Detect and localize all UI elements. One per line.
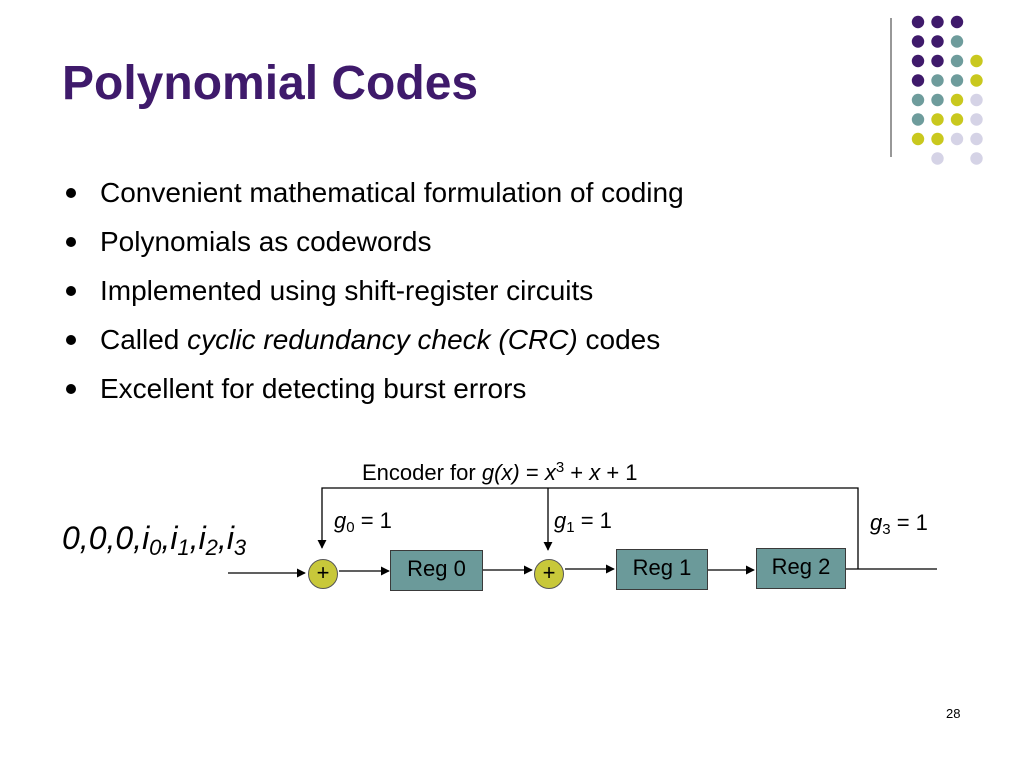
diagram-caption: Encoder for g(x) = x3 + x + 1 <box>362 460 638 484</box>
decor-dot <box>970 54 983 68</box>
bullet-text: Excellent for detecting burst errors <box>100 373 527 404</box>
tap-value: = 1 <box>890 510 928 535</box>
bullet-text: Implemented using shift-register circuit… <box>100 275 594 306</box>
decor-dot <box>950 74 964 87</box>
bullet-emphasis: cyclic redundancy check (CRC) <box>187 324 578 355</box>
decor-dot <box>970 152 983 165</box>
tap-subscript: 0 <box>346 519 355 536</box>
decor-dot <box>931 15 944 29</box>
input-symbol: i <box>198 520 206 556</box>
input-symbol-sub: 0 <box>149 535 162 560</box>
bullet-text: Called <box>100 324 188 355</box>
slide-title: Polynomial Codes <box>62 57 479 110</box>
tap-symbol: g <box>334 508 347 533</box>
input-symbol-sub: 3 <box>233 535 247 560</box>
bullet-list: Convenient mathematical formulation of c… <box>62 168 684 413</box>
caption-gx: g(x) <box>481 460 520 485</box>
caption-tail: + 1 <box>600 460 638 485</box>
caption-exponent: 3 <box>555 459 565 476</box>
tap-value: = 1 <box>354 508 392 533</box>
decor-dot <box>911 54 925 68</box>
bullet-dot-icon <box>66 188 76 198</box>
decor-dot <box>950 132 964 146</box>
tap-label-g0: g0 = 1 <box>334 508 392 536</box>
input-separator: , <box>161 520 171 556</box>
register-1: Reg 1 <box>616 549 708 590</box>
bullet-dot-icon <box>66 286 76 296</box>
decor-dot <box>950 113 964 126</box>
decor-dot <box>970 132 983 146</box>
bullet-item: Polynomials as codewords <box>62 217 684 266</box>
caption-plus: + <box>564 460 590 485</box>
bullet-item: Convenient mathematical formulation of c… <box>62 168 684 217</box>
decor-dot <box>950 35 964 48</box>
decor-dot <box>950 15 964 29</box>
decor-dot <box>911 74 925 87</box>
tap-label-g3: g3 = 1 <box>870 510 928 538</box>
bullet-text: Convenient mathematical formulation of c… <box>100 177 684 208</box>
decor-dot <box>911 132 925 146</box>
input-zeros: 0,0,0, <box>62 520 143 556</box>
decor-dot <box>931 152 944 165</box>
bullet-dot-icon <box>66 335 76 345</box>
page-number: 28 <box>946 706 961 721</box>
decor-dot <box>911 35 925 48</box>
input-separator: , <box>189 520 199 556</box>
bullet-item: Implemented using shift-register circuit… <box>62 266 684 315</box>
caption-prefix: Encoder for <box>362 460 482 485</box>
bullet-dot-icon <box>66 237 76 247</box>
bullet-text: Polynomials as codewords <box>100 226 432 257</box>
input-symbol: i <box>170 520 178 556</box>
decor-dot <box>970 74 983 87</box>
corner-dot-pattern <box>890 15 983 165</box>
decor-dot <box>950 93 964 107</box>
tap-label-g1: g1 = 1 <box>554 508 612 536</box>
feedback-wire <box>317 487 859 569</box>
decor-dot <box>911 113 925 126</box>
decor-dot <box>970 93 983 107</box>
bullet-dot-icon <box>66 384 76 394</box>
input-symbol: i <box>226 520 234 556</box>
input-symbol: i <box>142 520 150 556</box>
input-symbol-sub: 1 <box>177 535 190 560</box>
bullet-item: Excellent for detecting burst errors <box>62 364 684 413</box>
caption-eq: = <box>519 460 545 485</box>
decor-dot <box>931 113 944 126</box>
tap-symbol: g <box>870 510 883 535</box>
decor-dot <box>931 54 944 68</box>
decor-dot <box>911 93 925 107</box>
input-sequence: 0,0,0,i0,i1,i2,i3 <box>62 520 246 561</box>
decor-dot <box>950 54 964 68</box>
decor-dot <box>931 132 944 146</box>
decor-dot <box>931 35 944 48</box>
register-0: Reg 0 <box>390 550 483 591</box>
bullet-item: Called cyclic redundancy check (CRC) cod… <box>62 315 684 364</box>
register-2: Reg 2 <box>756 548 846 589</box>
input-symbol-sub: 2 <box>205 535 218 560</box>
adder-1: + <box>534 559 564 589</box>
decor-dot <box>931 93 944 107</box>
decor-dot <box>911 15 925 29</box>
adder-0: + <box>308 559 338 589</box>
bullet-text-suffix: codes <box>577 324 661 355</box>
decor-dot <box>970 113 983 126</box>
tap-symbol: g <box>554 508 567 533</box>
decor-dot <box>931 74 944 87</box>
tap-subscript: 3 <box>882 521 891 538</box>
caption-x: x <box>544 460 556 485</box>
tap-value: = 1 <box>574 508 612 533</box>
input-separator: , <box>217 520 227 556</box>
tap-subscript: 1 <box>566 519 575 536</box>
caption-x2: x <box>589 460 601 485</box>
